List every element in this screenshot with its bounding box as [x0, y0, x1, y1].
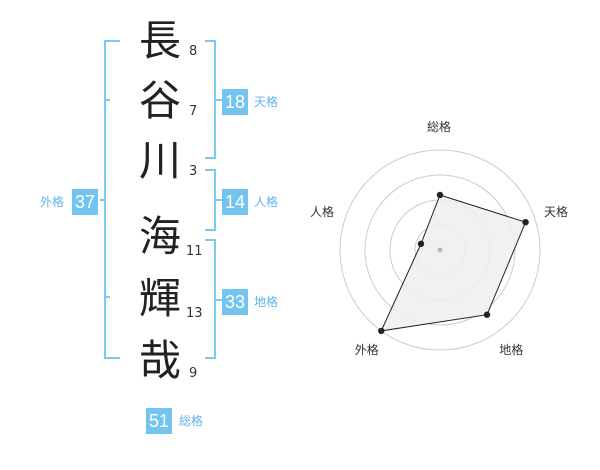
name-char-6: 哉	[138, 336, 181, 385]
name-char-2: 谷	[138, 76, 181, 125]
radar-chart	[339, 149, 541, 351]
stroke-count-4: 11	[186, 244, 203, 259]
stroke-count-2: 7	[189, 104, 198, 119]
soukaku-label: 総格	[179, 414, 204, 428]
radar-axis-label-3: 地格	[499, 342, 524, 357]
stroke-count-6: 9	[189, 366, 198, 381]
soukaku-value: 51	[146, 408, 173, 434]
radar-axis-label-5: 人格	[310, 204, 335, 219]
chikaku-value: 33	[222, 289, 249, 315]
name-char-4: 海	[138, 212, 181, 261]
jinkaku-value: 14	[222, 189, 249, 215]
radar-point-3	[483, 311, 491, 318]
radar-grid-ring	[364, 174, 516, 326]
radar-axis-label-2: 天格	[543, 204, 568, 219]
jinkaku-label: 人格	[254, 195, 279, 209]
radar-point-2	[522, 218, 529, 226]
gaikaku-bracket	[100, 40, 120, 359]
gaikaku-label: 外格	[40, 195, 65, 209]
radar-point-4	[378, 327, 385, 335]
stroke-count-3: 3	[189, 164, 198, 179]
radar-axis-label-1: 総格	[427, 120, 452, 134]
tenkaku-bracket	[205, 40, 222, 159]
gaikaku-value: 37	[72, 189, 99, 215]
radar-point-1	[436, 191, 444, 199]
radar-axis-label-4: 外格	[354, 342, 379, 357]
tenkaku-label: 天格	[254, 95, 279, 109]
jinkaku-bracket	[205, 169, 222, 231]
chikaku-label: 地格	[254, 295, 279, 309]
radar-center	[437, 247, 443, 253]
chikaku-bracket	[205, 239, 222, 359]
name-char-5: 輝	[138, 274, 181, 323]
stroke-count-5: 13	[186, 306, 203, 321]
stroke-count-1: 8	[189, 44, 198, 59]
radar-value-polygon	[380, 194, 527, 332]
tenkaku-value: 18	[222, 89, 249, 115]
radar-point-5	[417, 240, 425, 248]
radar-grid-ring	[339, 149, 541, 351]
name-char-3: 川	[138, 136, 181, 185]
name-char-1: 長	[138, 16, 181, 65]
